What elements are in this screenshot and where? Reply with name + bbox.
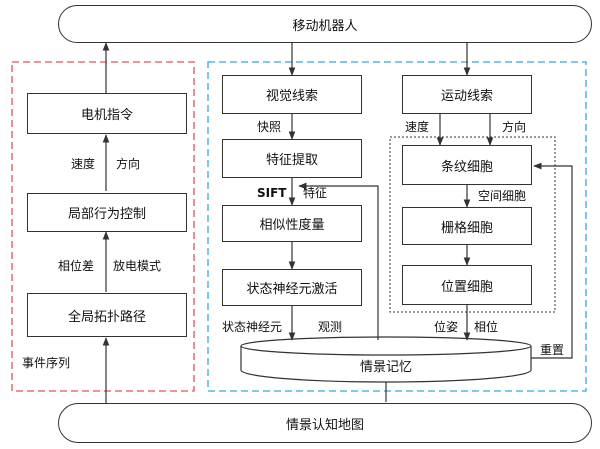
- label-discharge-mode: 放电模式: [113, 259, 162, 273]
- box-grid-cell: 栅格细胞: [402, 207, 532, 245]
- left-region: [11, 61, 195, 392]
- label-pose: 位姿: [434, 320, 459, 334]
- left-region-label: 事件序列: [22, 356, 71, 370]
- label-spatial-cell: 空间细胞: [478, 189, 527, 203]
- label-speed-left: 速度: [71, 157, 96, 171]
- label-state-neuron: 状态神经元: [222, 320, 283, 334]
- top-node-label: 移动机器人: [292, 18, 358, 34]
- label-direction-right: 方向: [502, 120, 527, 134]
- box-local-behavior-control: 局部行为控制: [27, 193, 187, 232]
- label-speed-right: 速度: [405, 120, 430, 134]
- box-global-topology-path: 全局拓扑路径: [27, 293, 187, 337]
- right-region: [207, 61, 587, 392]
- label-phase-diff: 相位差: [58, 259, 95, 273]
- label-feature: 特征: [303, 186, 328, 200]
- memory-cylinder: [240, 336, 532, 383]
- box-similarity-measure: 相似性度量: [222, 205, 362, 242]
- box-feature-extraction: 特征提取: [222, 139, 362, 178]
- memory-label: 情景记忆: [359, 360, 412, 375]
- top-node-mobile-robot: 移动机器人: [58, 5, 592, 43]
- bottom-node-cognitive-map: 情景认知地图: [58, 403, 592, 443]
- box-place-cell: 位置细胞: [402, 265, 532, 305]
- label-sift: SIFT: [257, 186, 287, 200]
- bottom-node-label: 情景认知地图: [285, 417, 364, 433]
- label-snapshot: 快照: [257, 120, 282, 134]
- box-motor-command: 电机指令: [27, 93, 187, 134]
- cell-group: [389, 136, 556, 313]
- box-state-neuron-activation: 状态神经元激活: [222, 269, 362, 306]
- box-visual-cue: 视觉线索: [222, 75, 362, 114]
- box-motion-cue: 运动线索: [402, 75, 532, 114]
- box-stripe-cell: 条纹细胞: [402, 145, 532, 185]
- label-reset: 重置: [540, 343, 565, 357]
- label-observe: 观测: [318, 320, 343, 334]
- label-direction-left: 方向: [116, 157, 141, 171]
- label-phase: 相位: [474, 320, 499, 334]
